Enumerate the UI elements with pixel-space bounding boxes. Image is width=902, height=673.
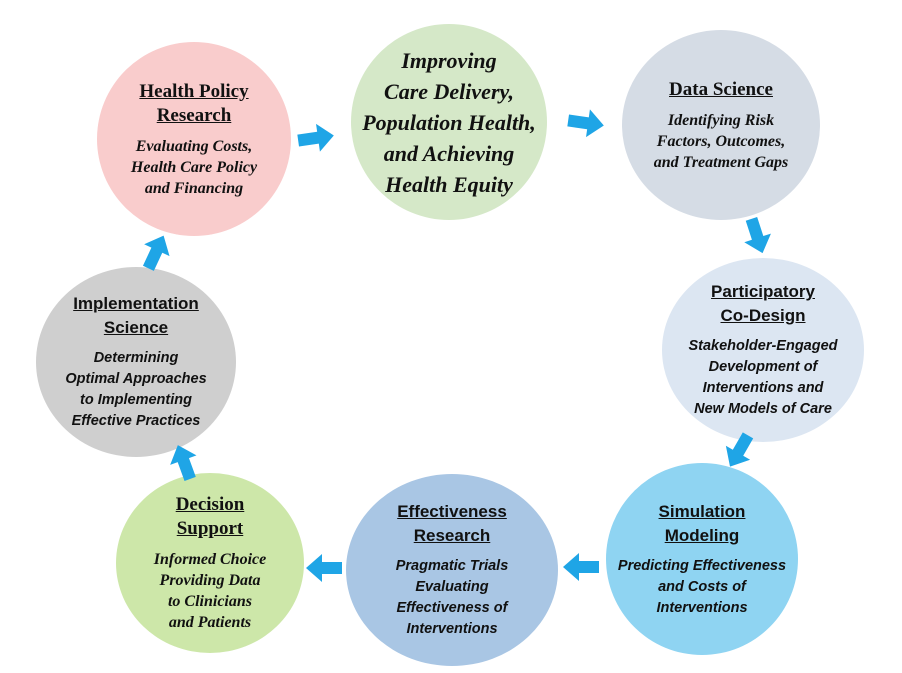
arrow-policy-to-improving <box>297 123 334 152</box>
node-improving-care: Improving Care Delivery, Population Heal… <box>351 24 547 220</box>
node-title: Health Policy Research <box>139 80 249 126</box>
arrow-effectiveness-to-decision <box>306 554 342 582</box>
arrow-implementation-to-policy <box>142 235 170 271</box>
node-description: Identifying Risk Factors, Outcomes, and … <box>653 111 789 171</box>
arrow-simulation-to-effectiveness <box>563 553 599 581</box>
node-title: Participatory Co-Design <box>711 282 815 325</box>
arrow-data-to-codesign <box>744 217 771 254</box>
node-description: Predicting Effectiveness and Costs of In… <box>617 557 787 616</box>
node-simulation-modeling: Simulation Modeling Predicting Effective… <box>606 463 798 655</box>
node-data-science: Data Science Identifying Risk Factors, O… <box>622 30 820 220</box>
node-title: Effectiveness Research <box>397 502 507 545</box>
node-implementation-science: Implementation Science Determining Optim… <box>36 267 236 457</box>
node-description: Pragmatic Trials Evaluating Effectivenes… <box>395 558 509 637</box>
node-description: Determining Optimal Approaches to Implem… <box>65 350 207 429</box>
node-description: Informed Choice Providing Data to Clinic… <box>153 551 267 631</box>
node-health-policy-research: Health Policy Research Evaluating Costs,… <box>97 42 291 236</box>
node-title: Simulation Modeling <box>658 501 746 545</box>
node-participatory-co-design: Participatory Co-Design Stakeholder-Enga… <box>662 258 864 442</box>
node-description: Evaluating Costs, Health Care Policy and… <box>130 137 258 197</box>
node-effectiveness-research: Effectiveness Research Pragmatic Trials … <box>346 474 558 666</box>
node-description: Stakeholder-Engaged Development of Inter… <box>688 338 838 417</box>
node-title: Data Science <box>669 78 773 100</box>
node-decision-support: Decision Support Informed Choice Providi… <box>116 473 304 653</box>
arrow-decision-to-implementation <box>170 445 197 481</box>
arrow-codesign-to-simulation <box>725 432 754 467</box>
arrow-improving-to-data <box>567 109 604 138</box>
node-title: Implementation Science <box>73 294 199 337</box>
node-title: Decision Support <box>175 494 245 539</box>
node-description: Improving Care Delivery, Population Heal… <box>362 47 536 197</box>
